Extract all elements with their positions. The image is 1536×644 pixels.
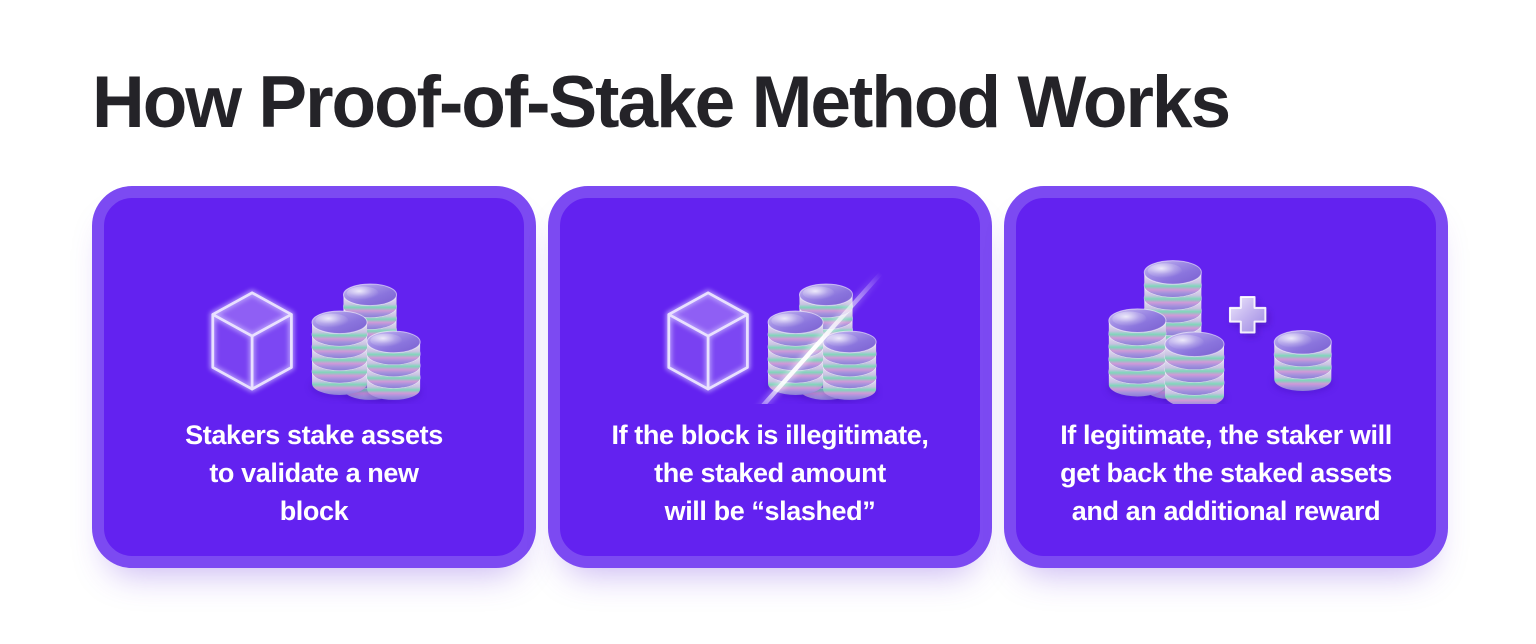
plus-icon xyxy=(1228,296,1269,336)
stake-illustration xyxy=(201,252,427,404)
card-caption: Stakers stake assets to validate a new b… xyxy=(185,420,443,526)
coins-plus-reward-illustration xyxy=(1108,260,1332,404)
cards-row: Stakers stake assets to validate a new b… xyxy=(0,186,1536,568)
reward-coin-stack-icon xyxy=(1273,329,1332,393)
reward-illustration xyxy=(1098,252,1354,404)
coin-stacks-icon xyxy=(1108,260,1225,404)
card-stake-assets: Stakers stake assets to validate a new b… xyxy=(92,186,536,568)
card-caption: If legitimate, the staker will get back … xyxy=(1060,420,1392,526)
block-cube-and-coins-illustration xyxy=(209,283,421,402)
block-cube-icon xyxy=(665,289,751,393)
card-illegitimate-slashed: If the block is illegitimate, the staked… xyxy=(548,186,992,568)
card-legitimate-reward: If legitimate, the staker will get back … xyxy=(1004,186,1448,568)
coin-stacks-icon xyxy=(311,283,421,402)
block-cube-coins-slashed-illustration xyxy=(665,271,883,404)
slash-icon xyxy=(757,271,883,404)
page-title: How Proof-of-Stake Method Works xyxy=(92,62,1231,143)
block-cube-icon xyxy=(209,289,295,393)
slashed-illustration xyxy=(657,252,883,404)
card-caption: If the block is illegitimate, the staked… xyxy=(611,420,929,526)
